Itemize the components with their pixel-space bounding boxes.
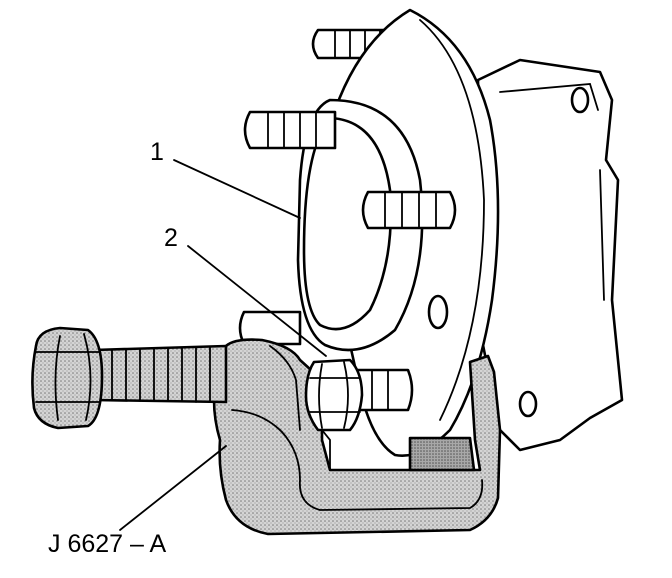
wheel-stud-upper-left	[243, 110, 337, 150]
wheel-stud-center	[361, 190, 457, 230]
mounting-hole-lower	[518, 390, 538, 418]
leader-line-2	[187, 245, 327, 357]
tool-id-label: J 6627 – A	[48, 530, 166, 558]
press-tool-body	[212, 338, 502, 536]
wheel-stud-lower	[238, 310, 414, 412]
mounting-hole-upper	[570, 86, 590, 114]
forcing-screw	[92, 344, 228, 404]
adapter-nut	[304, 358, 364, 432]
bearing-housing	[476, 58, 624, 452]
leader-line-1	[173, 159, 301, 219]
flange-hole	[427, 294, 449, 330]
leader-line-tool	[119, 445, 227, 531]
callout-2-label: 2	[164, 224, 178, 252]
callout-1-label: 1	[150, 138, 164, 166]
hub-pilot	[296, 98, 449, 352]
forcing-screw-hex-head	[31, 326, 104, 430]
